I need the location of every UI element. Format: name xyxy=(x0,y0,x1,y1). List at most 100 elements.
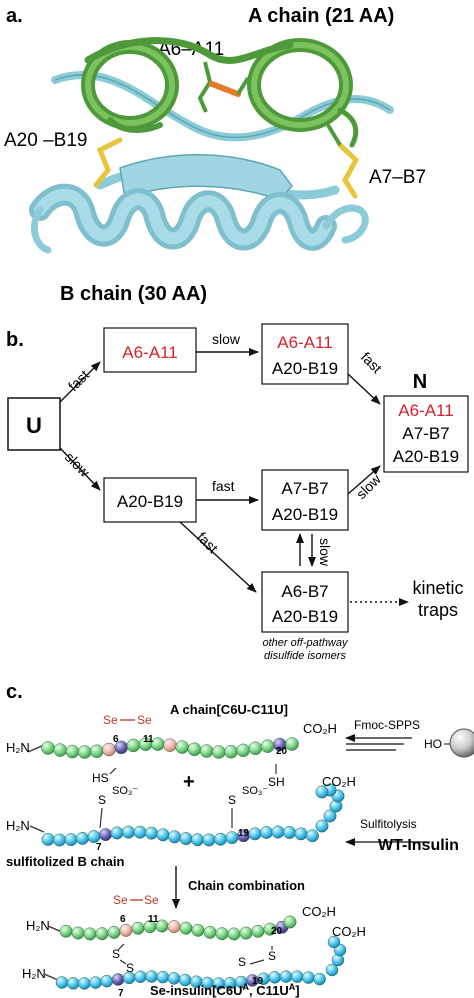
b-chain-bottom-cterm: CO₂H xyxy=(332,924,366,939)
unfolded-label: U xyxy=(26,413,42,438)
panel-b-label: b. xyxy=(6,329,24,351)
n-line2: A7-B7 xyxy=(402,424,449,443)
box2-line2: A20-B19 xyxy=(272,359,338,378)
residue-bead xyxy=(325,963,339,977)
fmoc-label: Fmoc-SPPS xyxy=(354,718,420,732)
a-chain-beads: H₂N CO₂H Se Se 6 11 7 20 HS SH xyxy=(6,713,337,789)
se-atom-4: Se xyxy=(144,893,159,907)
box2-line1: A6-A11 xyxy=(277,333,332,352)
b-chain-beads-bottom: H₂N 7 19 CO₂H xyxy=(22,924,366,998)
res-19-b: 19 xyxy=(238,828,250,839)
rate-off-a7b7: slow xyxy=(317,538,333,567)
residue-bead xyxy=(224,744,238,759)
res-11-top: 11 xyxy=(143,734,154,745)
se-insulin-sup1: A xyxy=(242,982,249,992)
intermediate-two-bond-box xyxy=(261,323,349,385)
residue-bead xyxy=(203,925,217,939)
residue-bead xyxy=(126,738,141,753)
resin-bead xyxy=(449,728,474,758)
b-chain-nterm: H₂N xyxy=(6,818,30,833)
box5-line2: A20-B19 xyxy=(272,607,338,626)
a-chain-ribbon xyxy=(81,37,359,148)
s-bond-4: S xyxy=(238,955,246,969)
residue-bead xyxy=(134,970,147,984)
residue-bead xyxy=(248,827,262,841)
residue-bead xyxy=(251,924,265,938)
rate-u-a20b19: slow xyxy=(62,449,94,481)
disulfide-a20-b19 xyxy=(93,137,123,188)
unfolded-state-box xyxy=(7,397,61,451)
residue-bead xyxy=(163,738,177,752)
res-11-bottom: 11 xyxy=(148,914,159,925)
res-7-top: 7 xyxy=(117,760,123,771)
residue-bead xyxy=(122,971,136,985)
res-6-bottom: 6 xyxy=(120,914,126,925)
residue-bead xyxy=(260,826,273,839)
se-insulin-end: ] xyxy=(295,983,299,998)
intermediate-a7-b7-box xyxy=(261,469,349,531)
native-state-box xyxy=(383,395,469,473)
off-pathway-box xyxy=(261,571,349,633)
residue-bead xyxy=(89,976,102,989)
rate-a20b19-a7b7: fast xyxy=(212,478,235,494)
disulfide-bonds xyxy=(93,61,360,199)
residue-bead xyxy=(315,785,329,799)
res-7-bottom: 7 xyxy=(118,988,124,998)
se-insulin-sup2: A xyxy=(289,982,296,992)
se-insulin-prefix: Se-insulin[C6U xyxy=(150,983,242,998)
n-line1: A6-A11 xyxy=(398,401,453,420)
plus-sign: + xyxy=(183,771,195,793)
residue-bead xyxy=(179,921,193,935)
panel-a: a. A chain (21 AA) A6–A11 A20 –B19 A7–B7… xyxy=(4,5,426,305)
residue-bead xyxy=(100,974,114,988)
residue-bead xyxy=(212,745,226,759)
residue-bead xyxy=(78,977,91,990)
residue-bead xyxy=(279,970,293,983)
rate-a20b19-off: fast xyxy=(194,529,221,556)
residue-bead xyxy=(268,971,282,984)
residue-bead xyxy=(215,927,229,941)
residue-bead xyxy=(248,741,263,756)
residue-bead xyxy=(294,827,308,841)
residue-bead xyxy=(145,826,158,840)
residue-bead xyxy=(191,833,204,847)
residue-bead xyxy=(167,920,181,934)
a-chain-cterm: CO₂H xyxy=(303,721,337,736)
bond-a20-b19-label: A20 –B19 xyxy=(4,130,87,151)
se-atom-2: Se xyxy=(137,713,152,727)
rate-a6a11-two: slow xyxy=(212,331,241,347)
residue-bead xyxy=(90,744,104,758)
isomers-line2: disulfide isomers xyxy=(264,650,346,662)
residue-bead xyxy=(41,741,55,755)
residue-bead xyxy=(179,832,193,846)
panel-c: c. A chain[C6U-C11U] H₂N CO₂H Se Se 6 11… xyxy=(6,681,474,998)
panel-a-label: a. xyxy=(6,5,23,27)
se-atom-1: Se xyxy=(103,713,118,727)
a-chain-title: A chain (21 AA) xyxy=(248,5,394,27)
residue-bead xyxy=(77,745,92,759)
residue-bead xyxy=(64,833,78,847)
rate-u-a6a11: fast xyxy=(65,367,92,394)
residue-bead xyxy=(191,923,205,937)
b-chain-beads-top: H₂N S SO₃⁻ S SO₃⁻ 7 19 CO₂H xyxy=(6,774,356,853)
arrow-a20b19-to-offpathway xyxy=(179,521,257,593)
a-chain-beads-bottom: H₂N Se Se 6 11 20 CO₂H S S S S xyxy=(26,893,336,975)
residue-bead xyxy=(131,921,145,935)
se-atom-3: Se xyxy=(113,893,128,907)
b19-so3-label: SO₃⁻ xyxy=(242,785,268,797)
resin-ho: HO xyxy=(424,737,442,751)
a-chain-bottom-cterm: CO₂H xyxy=(302,904,336,919)
res-20-bottom: 20 xyxy=(271,926,283,937)
residue-bead xyxy=(71,926,85,940)
arrow-two-to-n xyxy=(347,373,381,405)
box5-line1: A6-B7 xyxy=(281,582,328,601)
res-20-top: 20 xyxy=(276,746,288,757)
arrow-u-to-a6a11 xyxy=(59,361,101,403)
residue-bead xyxy=(260,739,275,753)
disulfide-a7-b7 xyxy=(337,142,360,199)
residue-bead xyxy=(236,743,250,758)
residue-bead xyxy=(285,737,299,751)
a-chain-c-title: A chain[C6U-C11U] xyxy=(170,702,288,717)
hs-label: HS xyxy=(92,771,109,785)
